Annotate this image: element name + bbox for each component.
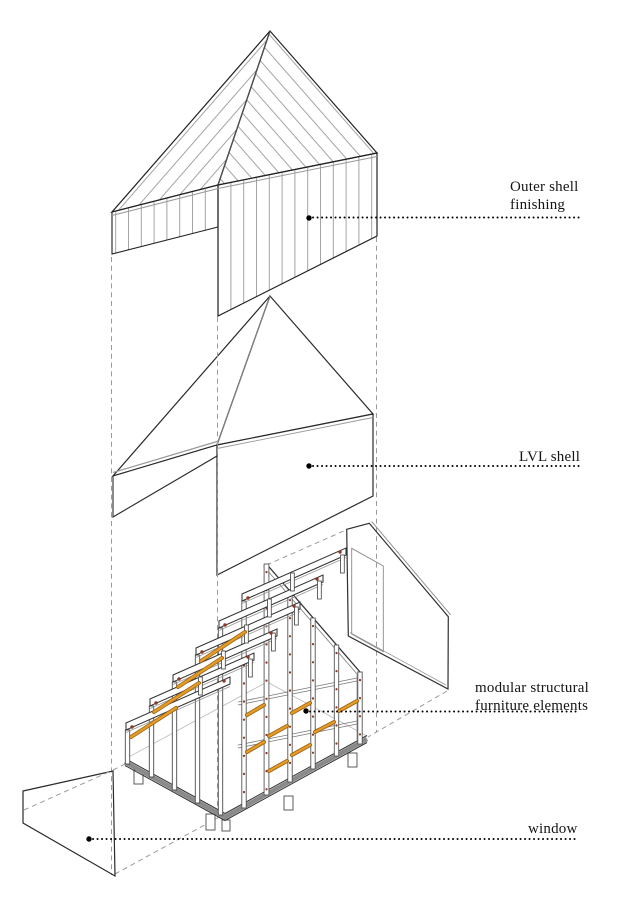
outer-shell-right-wall (217, 152, 378, 317)
callout-label-window: window (528, 821, 578, 837)
furniture-foot (221, 819, 231, 832)
construction-diagonal-apex-to-panel (266, 529, 347, 566)
callout-lvl-shell: LVL shell (306, 449, 582, 469)
floor-band-top-edge (124, 735, 368, 815)
furniture-foot (347, 752, 358, 768)
gable-panel-slope-shadow (371, 521, 451, 616)
lvl-ridge (216, 295, 271, 446)
rail-screw-dots (130, 550, 342, 729)
window-panel-fold-dash (23, 770, 112, 811)
rail-mid-posts (198, 554, 345, 696)
outer-shell-ridge (217, 30, 271, 186)
lvl-eave-shadow-left (112, 440, 218, 474)
callout-label-outer-shell-line2: finishing (510, 197, 565, 213)
callouts: Outer shell finishing LVL shell modular … (86, 179, 589, 842)
furniture-foot (283, 795, 294, 811)
construction-diagonal-panel-to-floor (367, 690, 448, 738)
callout-label-furniture-line2: furniture elements (475, 698, 588, 714)
gable-panel-bottom-shadow (349, 632, 447, 686)
floor-band (123, 737, 369, 820)
callout-label-furniture-line1: modular structural (475, 680, 589, 696)
leader-dot-outer-shell (306, 215, 312, 221)
leader-dot-window (86, 836, 92, 842)
gable-panel-outline (346, 522, 449, 690)
furniture-modules-drawing (123, 547, 369, 832)
frame-posts (124, 627, 224, 816)
furniture-foot (205, 813, 216, 831)
lvl-eave-shadow-right (216, 417, 374, 449)
gable-door-panel-drawing (346, 521, 451, 690)
construction-lines (111, 237, 448, 875)
door-opening-outline (351, 547, 384, 653)
floor-band-bottom-edge (124, 742, 368, 822)
outer-shell-eave-shadow-right (217, 156, 378, 189)
window-panel-outline (22, 770, 116, 878)
outer-shell-eave-shadow-left (111, 188, 219, 216)
callout-label-outer-shell-line1: Outer shell (510, 179, 578, 195)
construction-diagonal-window-to-floor (114, 815, 222, 875)
callout-furniture-elements: modular structural furniture elements (303, 680, 589, 714)
callout-label-lvl-shell: LVL shell (519, 449, 580, 465)
shelf-rails (237, 676, 363, 749)
callout-window: window (86, 821, 579, 842)
slat-screw-dots (242, 570, 362, 802)
orange-braces (129, 630, 359, 773)
lvl-shell-drawing (111, 294, 375, 576)
window-panel-drawing (22, 770, 116, 878)
leader-dot-lvl-shell (306, 463, 312, 469)
outer-shell-finishing-drawing (110, 29, 379, 317)
callout-outer-shell-finishing: Outer shell finishing (306, 179, 582, 221)
leader-dot-furniture (303, 708, 309, 714)
